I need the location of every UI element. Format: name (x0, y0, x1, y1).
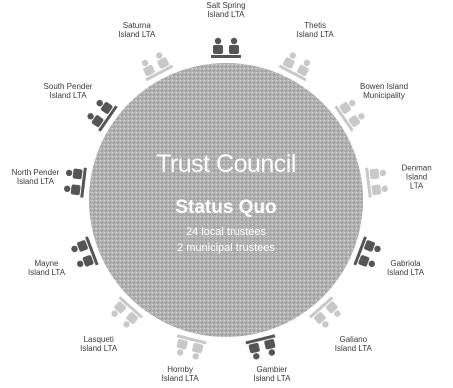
seat-desk (98, 105, 118, 132)
trustee-figure-icon (369, 168, 387, 180)
trustee-figure-icon (313, 312, 329, 328)
seat-desk (176, 334, 207, 345)
trustee-figure-icon (176, 339, 188, 356)
center-subtitle: Status Quo (175, 197, 277, 218)
center-trustees-municipal: 2 municipal trustees (177, 242, 275, 254)
trustee-figure-icon (283, 52, 296, 69)
trustee-figure-icon (123, 312, 139, 328)
seat-gambier (245, 334, 276, 360)
trustee-figure-icon (213, 37, 223, 54)
seat-desk (85, 236, 99, 266)
seat-desk (334, 105, 354, 132)
seat-label-hornby: Hornby Island LTA (161, 365, 199, 383)
trustee-figure-icon (264, 339, 276, 356)
trustee-figure-icon (229, 37, 239, 54)
trustee-figure-icon (325, 301, 341, 317)
trustee-figure-icon (371, 184, 389, 196)
seat-gabriola (353, 236, 381, 268)
seat-denman (365, 167, 389, 198)
trustee-figure-icon (63, 184, 81, 196)
seat-hornby (176, 334, 207, 360)
seat-desk (365, 167, 372, 198)
seat-salt-spring (211, 37, 241, 58)
seat-lasqueti (111, 296, 144, 328)
seat-label-thetis: Thetis Island LTA (296, 21, 334, 39)
center-title: Trust Council (156, 150, 296, 178)
seat-label-gabriola: Gabriola Island LTA (386, 259, 425, 278)
seat-desk (118, 296, 144, 319)
trustee-figure-icon (192, 342, 204, 360)
trustee-figure-icon (248, 342, 260, 360)
center-trustees-local: 24 local trustees (185, 226, 267, 238)
trustee-figure-icon (111, 301, 127, 317)
trustee-figure-icon (156, 52, 169, 69)
seat-desk (353, 236, 367, 266)
seat-saturna (141, 52, 174, 82)
seat-label-gambier: Gambier Island LTA (253, 365, 291, 383)
seats-layer (63, 37, 389, 360)
trustee-figure-icon (364, 240, 381, 253)
seat-galiano (308, 296, 341, 328)
seat-bowen-island (334, 99, 365, 132)
seat-label-south-pender: South Pender Island LTA (43, 81, 93, 100)
seat-label-saturna: Saturna Island LTA (118, 21, 156, 39)
seat-north-pender (63, 167, 87, 198)
seat-label-denman: Denman Island LTA (401, 163, 432, 191)
trustee-figure-icon (141, 59, 155, 77)
seat-label-lasqueti: Lasqueti Island LTA (80, 334, 118, 353)
trustee-figure-icon (358, 255, 376, 268)
trustee-figure-icon (87, 113, 104, 128)
council-table-circle (89, 63, 363, 337)
seat-label-north-pender: North Pender Island LTA (11, 167, 60, 186)
trustee-figure-icon (76, 255, 94, 268)
seat-desk (211, 55, 241, 58)
seat-label-salt-spring: Salt Spring Island LTA (206, 1, 246, 19)
seat-desk (245, 334, 276, 345)
trustee-figure-icon (297, 59, 311, 77)
seat-south-pender (87, 99, 118, 132)
seat-label-mayne: Mayne Island LTA (27, 259, 66, 278)
seat-desk (80, 167, 87, 198)
seat-label-galiano: Galiano Island LTA (334, 334, 372, 353)
seat-desk (145, 64, 174, 82)
seat-desk (278, 64, 307, 82)
trustee-figure-icon (96, 99, 113, 114)
seat-mayne (71, 236, 99, 268)
seat-thetis (278, 52, 311, 82)
trustee-figure-icon (339, 99, 356, 114)
trustee-figure-icon (348, 113, 365, 128)
seat-label-bowen-island: Bowen Island Municipality (359, 81, 409, 100)
seat-desk (308, 296, 334, 319)
trustee-figure-icon (65, 168, 83, 180)
trustee-figure-icon (71, 240, 88, 253)
